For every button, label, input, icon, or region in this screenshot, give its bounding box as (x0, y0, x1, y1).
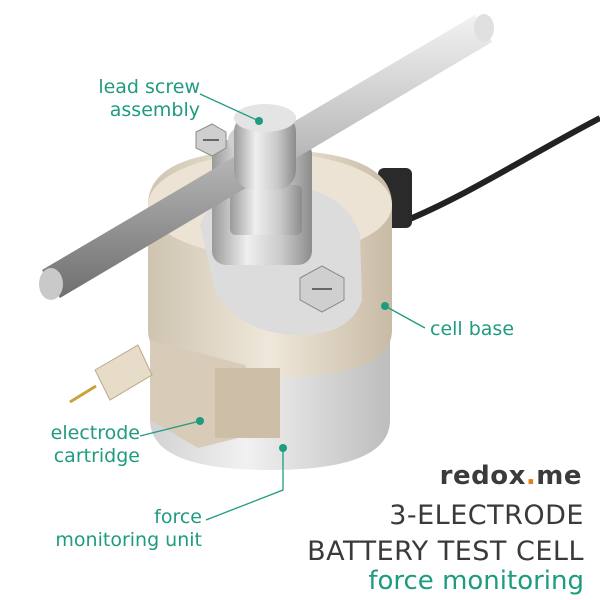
brand-dot: . (525, 461, 537, 491)
leader-electrode-cartridge (139, 420, 201, 437)
leader-dot-cell-base (381, 302, 389, 310)
leader-force-monitoring (205, 448, 284, 521)
brand-logo: redox.me (440, 461, 582, 491)
title-line-1: 3-ELECTRODE (389, 500, 584, 531)
rod-end-left (39, 268, 63, 300)
gold-pin (69, 384, 97, 404)
knurled-knob (94, 344, 153, 401)
cartridge-block (215, 368, 280, 438)
brand-suffix: me (536, 461, 582, 491)
cable (393, 115, 600, 228)
leader-dot-lead-screw (255, 117, 263, 125)
leader-dot-force-monitoring (279, 444, 287, 452)
screw-collar (230, 185, 302, 235)
rod-end-right (474, 14, 494, 42)
brand-prefix: redox (439, 461, 526, 491)
subtitle: force monitoring (368, 566, 584, 596)
screw-knob-top (234, 104, 296, 132)
leader-lead-screw (199, 93, 260, 122)
leader-cell-base (384, 305, 426, 329)
label-cell-base: cell base (430, 318, 515, 340)
title-line-2: BATTERY TEST CELL (307, 536, 584, 567)
leader-dot-electrode-cartridge (196, 417, 204, 425)
screw-knob (234, 112, 296, 190)
